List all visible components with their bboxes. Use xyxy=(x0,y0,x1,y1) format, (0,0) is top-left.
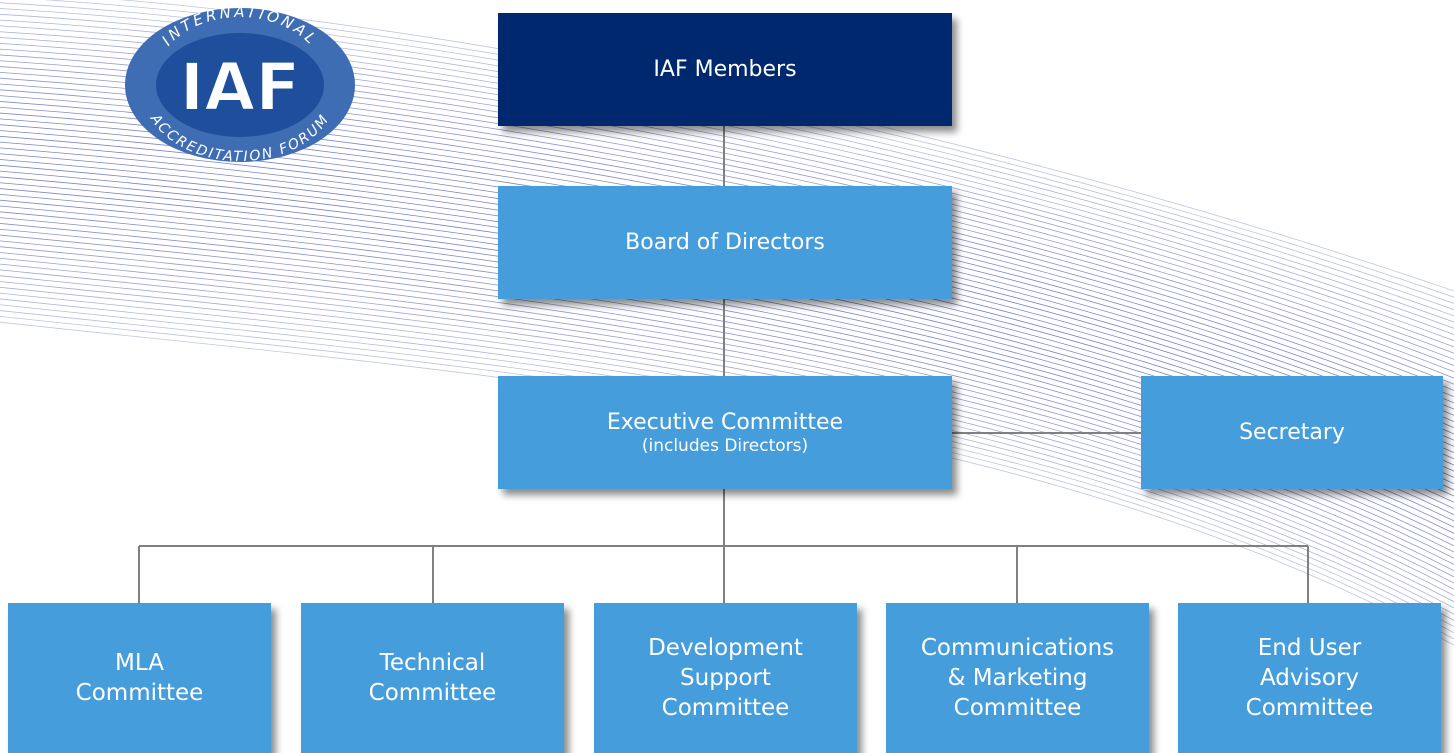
executive-committee-sublabel: (includes Directors) xyxy=(641,435,809,456)
mla-committee-label: MLA Committee xyxy=(75,650,204,706)
background-swoosh-line xyxy=(0,252,1454,572)
technical-committee-box[interactable]: Technical Committee xyxy=(301,603,564,753)
background-swoosh-line xyxy=(0,263,1454,584)
executive-committee-label: Executive Committee xyxy=(606,409,844,435)
board-of-directors-box[interactable]: Board of Directors xyxy=(498,186,952,299)
communications-marketing-committee-label: Communications & Marketing Committee xyxy=(920,635,1115,721)
logo-inner-ring xyxy=(156,33,324,137)
iaf-members-box[interactable]: IAF Members xyxy=(498,13,952,126)
mla-committee-box[interactable]: MLA Committee xyxy=(8,603,271,753)
logo-monogram: IAF xyxy=(180,49,301,126)
technical-committee-label: Technical Committee xyxy=(368,650,497,706)
end-user-advisory-committee-box[interactable]: End User Advisory Committee xyxy=(1178,603,1441,753)
background-swoosh-line xyxy=(0,269,1454,590)
board-of-directors-label: Board of Directors xyxy=(625,229,825,255)
iaf-logo: INTERNATIONAL ACCREDITATION FORUM IAF xyxy=(125,5,355,165)
communications-marketing-committee-box[interactable]: Communications & Marketing Committee xyxy=(886,603,1149,753)
background-swoosh-line xyxy=(0,275,1454,597)
background-swoosh-line xyxy=(0,257,1454,578)
executive-committee-box[interactable]: Executive Committee (includes Directors) xyxy=(498,376,952,489)
development-support-committee-label: Development Support Committee xyxy=(648,635,803,721)
iaf-members-label: IAF Members xyxy=(653,56,797,82)
end-user-advisory-committee-label: End User Advisory Committee xyxy=(1245,635,1374,721)
development-support-committee-box[interactable]: Development Support Committee xyxy=(594,603,857,753)
secretary-label: Secretary xyxy=(1239,419,1345,445)
secretary-box[interactable]: Secretary xyxy=(1141,376,1443,489)
